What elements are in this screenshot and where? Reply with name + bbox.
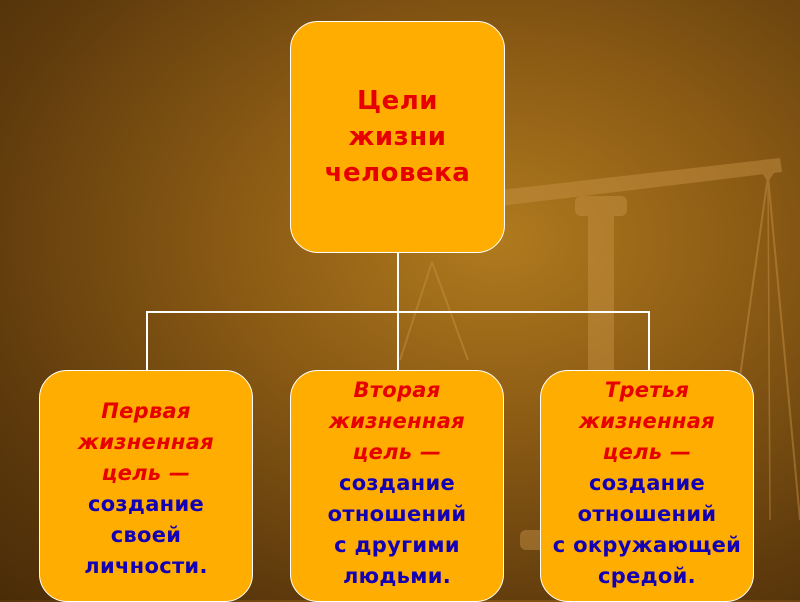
connector-right-drop [648,311,650,371]
goal-heading-line: цель — [602,440,692,464]
goal-body-line: создание [338,471,456,495]
goal-body-line: личности. [84,554,208,578]
goal-body-line: людьми. [343,564,451,588]
goal-body-line: отношений [577,502,717,526]
goal-body-line: своей [110,523,182,547]
goal-body-line: создание [588,471,706,495]
connector-root-stem [397,253,399,313]
goal-body-line: с окружающей [552,533,742,557]
goal-heading-line: Первая [101,399,191,423]
connector-left-drop [146,311,148,371]
root-node: Цели жизни человека [290,21,505,253]
goal-body-line: с другими [334,533,460,557]
root-line-2: жизни [348,122,447,152]
goal-body-line: отношений [327,502,467,526]
goal-node-third: Третья жизненная цель — создание отношен… [540,370,754,602]
goal-body-line: средой. [598,564,696,588]
goal-heading-line: цель — [101,461,191,485]
root-line-1: Цели [356,86,438,116]
goal-heading-line: жизненная [579,409,715,433]
goal-heading-line: Вторая [353,378,441,402]
goal-node-second: Вторая жизненная цель — создание отношен… [290,370,504,602]
goal-node-first: Первая жизненная цель — создание своей л… [39,370,253,602]
root-line-3: человека [324,158,471,188]
connector-middle-drop [397,311,399,371]
goal-heading-line: жизненная [78,430,214,454]
goal-heading-line: Третья [604,378,690,402]
goal-heading-line: жизненная [329,409,465,433]
goal-heading-line: цель — [352,440,442,464]
goal-body-line: создание [87,492,205,516]
